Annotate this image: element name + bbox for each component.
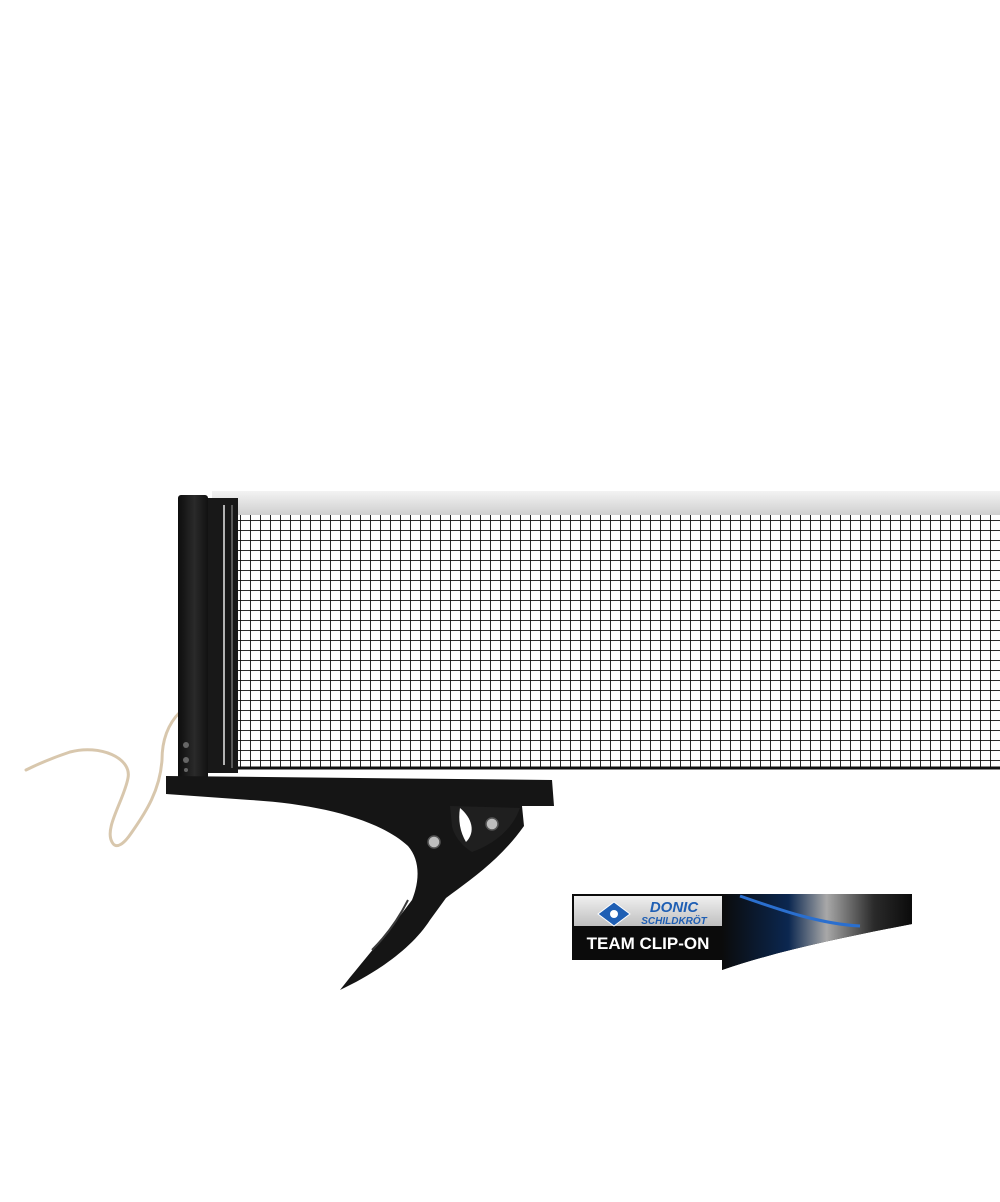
net-mesh <box>234 515 1000 768</box>
net-post-clip <box>208 498 238 773</box>
tension-cord-icon <box>24 710 182 848</box>
label-swoosh <box>722 894 912 970</box>
label-brand-top: DONIC <box>650 899 700 916</box>
label-brand-strip <box>574 896 722 926</box>
label-model-name: TEAM CLIP-ON <box>587 934 710 953</box>
label-brand-bottom: SCHILDKRÖT <box>641 914 707 927</box>
clamp-rivet-1 <box>427 835 441 849</box>
clamp-rivet-2 <box>485 817 499 831</box>
net-top-band <box>212 491 1000 515</box>
post-hole <box>183 742 189 748</box>
net-post <box>178 495 208 785</box>
product-label: DONIC SCHILDKRÖT TEAM CLIP-ON <box>572 894 912 970</box>
